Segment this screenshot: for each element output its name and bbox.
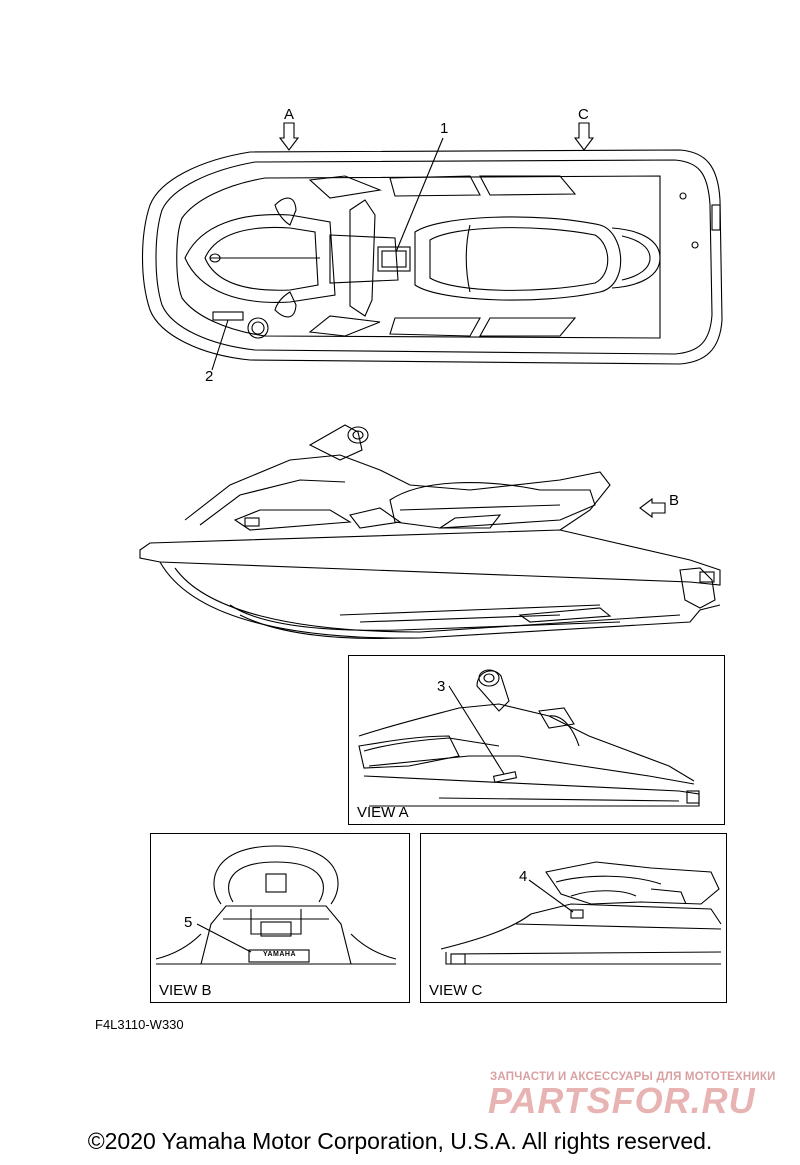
view-b-panel: YAMAHA 5 VIEW B xyxy=(150,833,410,1003)
view-c-drawing xyxy=(440,861,722,965)
watermark-brand: PARTSFOR.RU xyxy=(488,1080,756,1121)
callout-c: C xyxy=(578,106,589,123)
view-b-label: VIEW B xyxy=(159,982,212,999)
callout-3: 3 xyxy=(437,678,446,695)
callout-4: 4 xyxy=(519,868,528,885)
figure-code: F4L3110-W330 xyxy=(95,1017,184,1032)
callout-b: B xyxy=(669,492,680,509)
callout-1: 1 xyxy=(440,120,449,137)
callout-2: 2 xyxy=(205,368,214,385)
view-b-drawing xyxy=(155,845,397,965)
view-a-panel: 3 VIEW A xyxy=(348,655,725,825)
yamaha-plate-label: YAMAHA xyxy=(262,951,297,958)
view-arrow-a xyxy=(278,122,300,151)
top-view-drawing xyxy=(142,122,723,371)
view-c-label: VIEW C xyxy=(429,982,483,999)
side-view-drawing xyxy=(139,424,721,639)
copyright-notice: ©2020 Yamaha Motor Corporation, U.S.A. A… xyxy=(87,1128,713,1154)
callout-a: A xyxy=(284,106,295,123)
view-arrow-b xyxy=(639,497,666,519)
callout-5: 5 xyxy=(184,914,193,931)
view-c-panel: 4 VIEW C xyxy=(420,833,727,1003)
watermark-tagline: ЗАПЧАСТИ И АКСЕССУАРЫ ДЛЯ МОТОТЕХНИКИ xyxy=(490,1071,776,1083)
view-a-drawing xyxy=(358,669,700,807)
view-arrow-c xyxy=(573,122,595,151)
view-a-label: VIEW A xyxy=(357,804,409,821)
